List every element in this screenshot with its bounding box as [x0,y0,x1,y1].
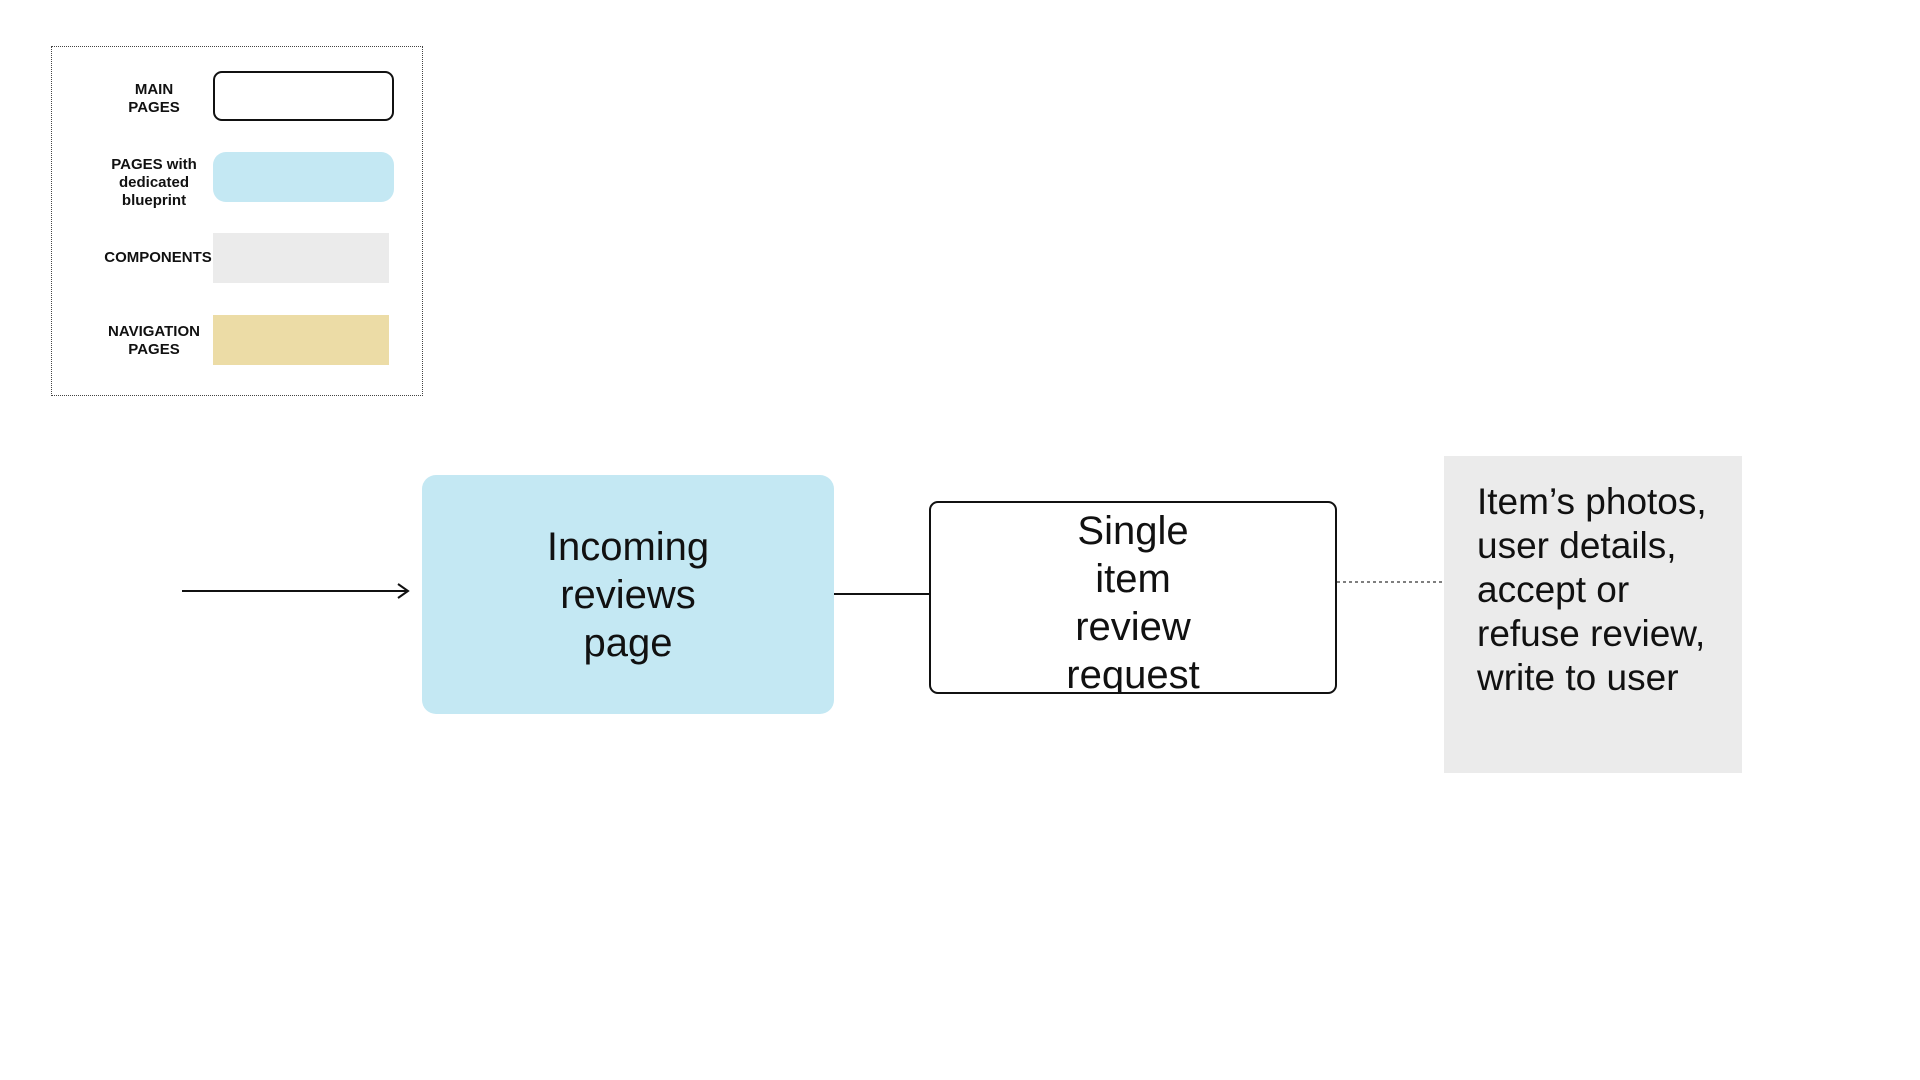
node-incoming-reviews-page[interactable]: Incoming reviews page [422,475,834,714]
node-single-item-review-label: Single item review request [1066,508,1200,694]
legend-swatch-components [213,233,389,283]
legend-swatch-blueprint-pages [213,152,394,202]
legend-box: MAIN PAGES PAGES with dedicated blueprin… [51,46,423,396]
node-review-details-component[interactable]: Item’s photos, user details, accept or r… [1444,456,1742,773]
node-incoming-reviews-label: Incoming reviews page [546,524,710,665]
legend-label-blueprint-pages: PAGES with dedicated blueprint [111,156,197,209]
legend-swatch-main-pages [213,71,394,121]
node-review-details-label: Item’s photos, user details, accept or r… [1477,481,1707,698]
legend-label-navigation-pages: NAVIGATION PAGES [108,323,200,358]
legend-label-components: COMPONENTS [104,249,212,266]
legend-label-main-pages: MAIN PAGES [128,81,180,116]
legend-swatch-navigation-pages [213,315,389,365]
node-single-item-review-request[interactable]: Single item review request [929,501,1337,694]
entry-arrow-head [397,583,410,599]
